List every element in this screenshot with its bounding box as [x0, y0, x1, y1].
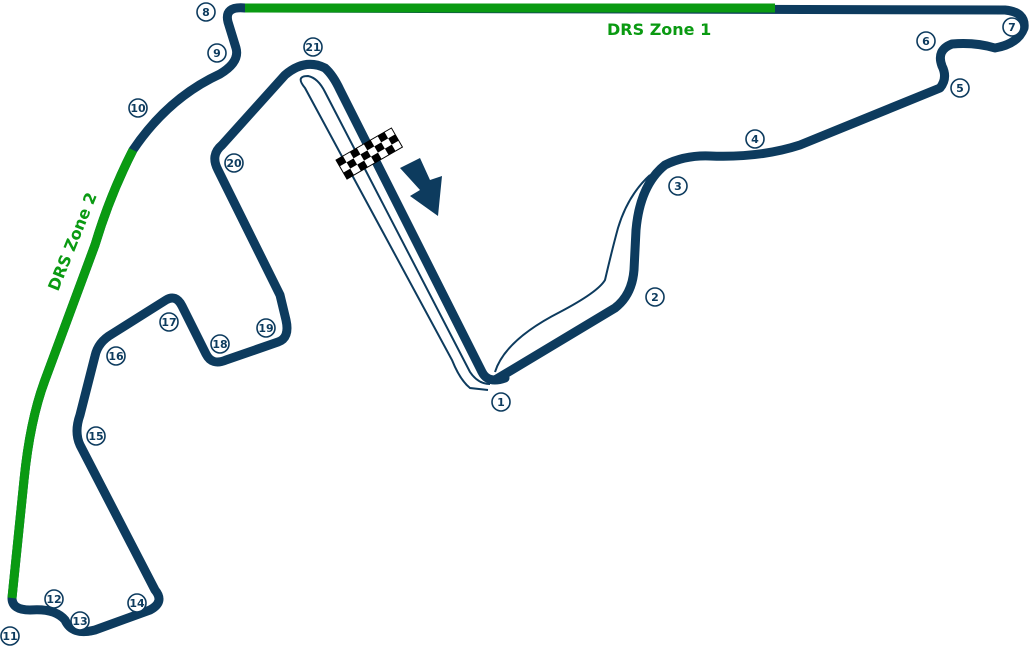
turn-number: 16 — [108, 350, 124, 363]
turn-number: 17 — [161, 316, 176, 329]
turn-marker-16: 16 — [106, 346, 126, 366]
turn-circle — [224, 153, 244, 173]
drs-zone-1-label: DRS Zone 1 — [607, 20, 711, 39]
turn-circle — [1002, 17, 1022, 37]
turn-number: 14 — [129, 597, 145, 610]
turn-number: 7 — [1008, 21, 1016, 34]
turn-circle — [916, 31, 936, 51]
turn-number: 2 — [651, 291, 659, 304]
turn-marker-15: 15 — [86, 426, 106, 446]
turn-number: 11 — [2, 630, 17, 643]
turn-circle — [207, 43, 227, 63]
pit-lane — [299, 74, 491, 391]
drs-zone-2-line — [7, 147, 138, 599]
turn-number: 21 — [305, 41, 320, 54]
turn-marker-21: 21 — [303, 37, 323, 57]
turn-number: 15 — [88, 430, 103, 443]
turn-circle — [70, 611, 90, 631]
turn-marker-8: 8 — [196, 2, 216, 22]
turn-marker-1: 1 — [491, 392, 511, 412]
turn-circle — [86, 426, 106, 446]
turn-marker-20: 20 — [224, 153, 244, 173]
turn-marker-19: 19 — [256, 318, 276, 338]
turn-number: 12 — [46, 593, 61, 606]
turn-number: 5 — [956, 82, 964, 95]
turn-circle — [950, 78, 970, 98]
turn-marker-13: 13 — [70, 611, 90, 631]
turn-number: 4 — [751, 133, 759, 146]
turn-number: 6 — [922, 35, 930, 48]
turn-circle — [127, 593, 147, 613]
turn-number: 1 — [497, 396, 505, 409]
turn-marker-4: 4 — [745, 129, 765, 149]
turn-number: 18 — [212, 338, 227, 351]
turn-marker-14: 14 — [127, 593, 147, 613]
turn-circle — [196, 2, 216, 22]
turn-marker-3: 3 — [668, 176, 688, 196]
turn-number: 19 — [258, 322, 273, 335]
turn-circle — [645, 287, 665, 307]
turn-circle — [303, 37, 323, 57]
turn-marker-11: 11 — [0, 626, 20, 646]
turn-circle — [128, 98, 148, 118]
pit-lane-exit — [494, 174, 651, 373]
turn-circle — [159, 312, 179, 332]
turn-number: 13 — [72, 615, 87, 628]
turn-circle — [256, 318, 276, 338]
turn-circle — [745, 129, 765, 149]
turn-marker-17: 17 — [159, 312, 179, 332]
turn-marker-10: 10 — [128, 98, 148, 118]
turn-number: 20 — [226, 157, 242, 170]
turn-marker-7: 7 — [1002, 17, 1022, 37]
turn-circle — [668, 176, 688, 196]
turn-marker-9: 9 — [207, 43, 227, 63]
turn-number: 9 — [213, 47, 221, 60]
turn-number: 10 — [130, 102, 146, 115]
checkered-flag-icon — [335, 127, 404, 180]
turn-circle — [491, 392, 511, 412]
turn-marker-5: 5 — [950, 78, 970, 98]
turn-marker-12: 12 — [44, 589, 64, 609]
turn-circle — [0, 626, 20, 646]
turn-circle — [44, 589, 64, 609]
turn-circle — [106, 346, 126, 366]
turn-number: 8 — [202, 6, 210, 19]
turn-marker-2: 2 — [645, 287, 665, 307]
direction-arrow-icon — [400, 158, 442, 216]
turn-circle — [210, 334, 230, 354]
turn-marker-6: 6 — [916, 31, 936, 51]
turn-marker-18: 18 — [210, 334, 230, 354]
turn-number: 3 — [674, 180, 682, 193]
